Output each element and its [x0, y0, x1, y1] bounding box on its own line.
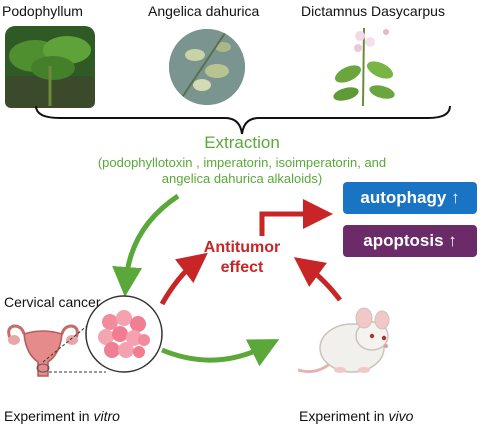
- uterus-icon: [7, 324, 79, 377]
- green-arrow-extraction-to-vitro: [112, 193, 180, 297]
- green-arrow-vitro-to-vivo: [161, 339, 280, 367]
- cervical-cancer-label: Cervical cancer: [4, 294, 101, 310]
- plant-label-dictamnus: Dictamnus Dasycarpus: [301, 3, 445, 19]
- extraction-compounds-line2: angelica dahurica alkaloids): [161, 171, 323, 186]
- dictamnus-image: [333, 27, 395, 107]
- podophyllum-image: [5, 26, 95, 108]
- experiment-in-vivo-label: Experiment in vivo: [299, 408, 414, 424]
- antitumor-effect-label: Antitumor effect: [192, 238, 292, 278]
- red-arrow-vitro-to-antitumor: [159, 252, 208, 306]
- mouse-icon: [297, 307, 390, 374]
- antitumor-line2: effect: [220, 259, 264, 276]
- angelica-image: [169, 29, 245, 105]
- extraction-compounds-line1: (podophyllotoxin , imperatorin, isoimper…: [97, 155, 387, 170]
- apoptosis-box: apoptosis ↑: [343, 225, 477, 257]
- plant-label-angelica: Angelica dahurica: [148, 3, 260, 19]
- bracket: [35, 105, 451, 135]
- extraction-title: Extraction: [204, 133, 280, 152]
- red-arrow-vivo-to-antitumor: [293, 257, 342, 302]
- plant-label-podophyllum: Podophyllum: [2, 3, 83, 19]
- antitumor-line1: Antitumor: [203, 239, 281, 256]
- experiment-in-vitro-label: Experiment in vitro: [4, 408, 120, 424]
- cancer-cells-icon: [85, 295, 163, 373]
- autophagy-box: autophagy ↑: [343, 182, 477, 214]
- red-arrow-antitumor-to-effects: [259, 199, 333, 236]
